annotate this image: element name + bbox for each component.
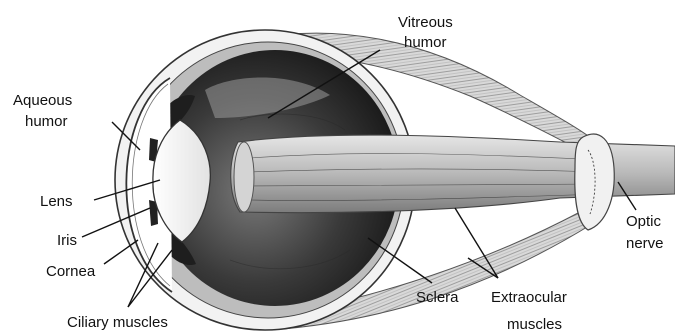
label-vitreous-line1: Vitreous bbox=[398, 14, 453, 31]
label-cornea: Cornea bbox=[46, 263, 96, 280]
label-ciliary: Ciliary muscles bbox=[67, 314, 168, 331]
label-sclera: Sclera bbox=[416, 289, 459, 306]
label-extraocular-line2: muscles bbox=[507, 316, 562, 333]
label-vitreous-line2: humor bbox=[404, 34, 447, 51]
label-extraocular-line1: Extraocular bbox=[491, 289, 567, 306]
label-iris: Iris bbox=[57, 232, 77, 249]
label-optic-line1: Optic bbox=[626, 213, 662, 230]
label-aqueous-line2: humor bbox=[25, 113, 68, 130]
label-lens: Lens bbox=[40, 193, 73, 210]
annulus-of-zinn bbox=[575, 134, 614, 230]
label-optic-line2: nerve bbox=[626, 235, 664, 252]
label-aqueous-line1: Aqueous bbox=[13, 92, 72, 109]
